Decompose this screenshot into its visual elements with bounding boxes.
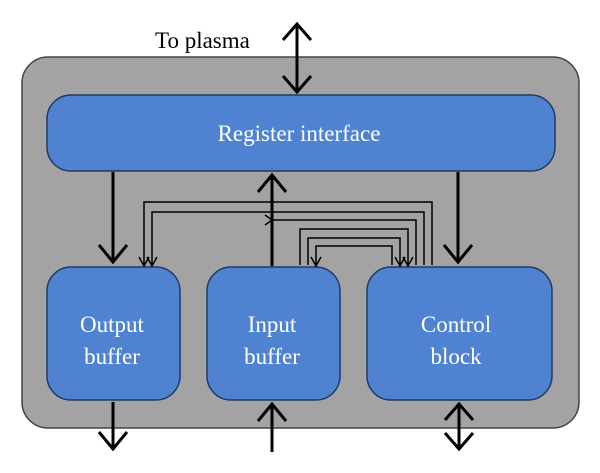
control-block-label-line1: Control xyxy=(421,312,491,337)
control-to-output-signal-inner xyxy=(146,211,425,268)
control-to-register-signal xyxy=(264,214,417,265)
output-external-arrow xyxy=(97,402,129,452)
control-block: Control block xyxy=(366,266,553,401)
input-external-arrow xyxy=(256,401,288,452)
control-to-output-signal-outer xyxy=(138,201,433,268)
input-buffer-block: Input buffer xyxy=(206,266,341,401)
register-to-control-arrow xyxy=(442,172,474,265)
control-to-input-signal xyxy=(310,245,393,268)
external-label: To plasma xyxy=(155,28,250,53)
register-interface-label: Register interface xyxy=(218,121,381,146)
external-bidirectional-arrow xyxy=(281,21,313,95)
output-buffer-block: Output buffer xyxy=(46,266,181,401)
control-external-bidirectional-arrow xyxy=(443,401,475,452)
input-to-control-signal-inner xyxy=(307,237,406,268)
output-buffer-label-line1: Output xyxy=(80,312,145,337)
input-buffer-label-line2: buffer xyxy=(244,344,300,369)
control-block-label-line2: block xyxy=(430,344,482,369)
output-buffer-label-line2: buffer xyxy=(84,344,140,369)
input-to-register-arrow xyxy=(256,172,288,266)
register-to-output-arrow xyxy=(97,172,129,265)
input-to-control-signal-outer xyxy=(299,228,414,268)
register-interface-block: Register interface xyxy=(46,94,556,172)
input-buffer-label-line1: Input xyxy=(248,312,297,337)
